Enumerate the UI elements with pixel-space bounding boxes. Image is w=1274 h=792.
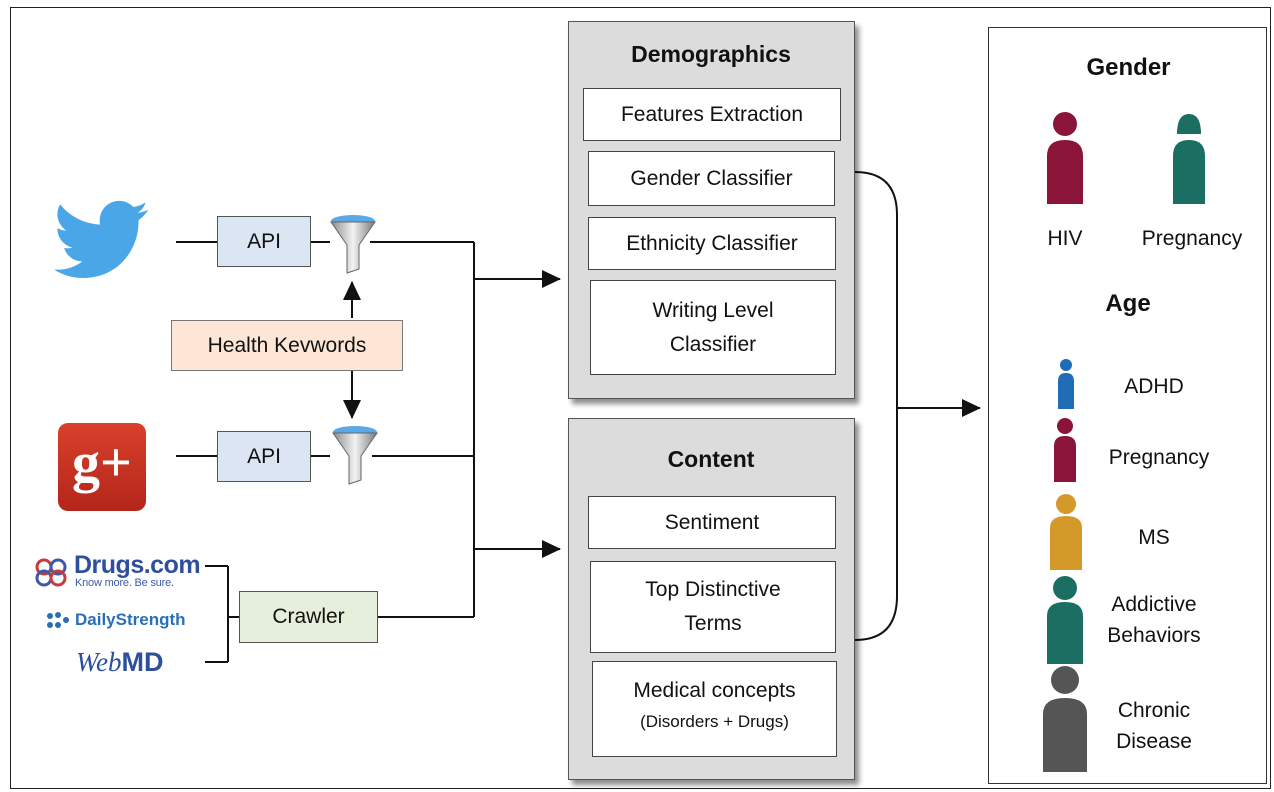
features-extraction-box: Features Extraction [583, 88, 841, 141]
daily-strength-name: DailyStrength [75, 610, 186, 629]
results-panel: Gender HIV Pregnancy Age ADHD Pregnancy … [988, 27, 1267, 784]
sentiment-box: Sentiment [588, 496, 836, 549]
gender-classifier-box: Gender Classifier [588, 151, 835, 206]
drugs-com-icon [35, 558, 67, 587]
gender-title: Gender [1086, 54, 1171, 81]
webmd-name-italic: Web [76, 647, 122, 677]
person-icon-adhd [1056, 359, 1076, 409]
ethnicity-classifier-box: Ethnicity Classifier [588, 217, 836, 270]
gender-label-hiv: HIV [1047, 227, 1083, 251]
person-icon-hiv [1043, 112, 1087, 204]
demographics-title: Demographics [631, 40, 791, 67]
person-icon-pregnancy-female [1169, 112, 1209, 204]
webmd-logo: WebMD [76, 647, 186, 679]
twitter-bird-icon [53, 200, 150, 280]
health-keywords-box: Health Kevwords [171, 320, 403, 371]
age-label-ms: MS [1138, 526, 1170, 550]
person-icon-ms [1048, 494, 1084, 570]
google-plus-icon: g+ [58, 423, 146, 511]
age-label-adhd: ADHD [1124, 375, 1184, 399]
drugs-com-tagline: Know more. Be sure. [75, 577, 174, 589]
top-distinctive-terms-box: Top Distinctive Terms [590, 561, 836, 653]
age-label-pregnancy: Pregnancy [1108, 446, 1210, 470]
demographics-panel: Demographics Features Extraction Gender … [568, 21, 855, 399]
content-panel: Content Sentiment Top Distinctive Terms … [568, 418, 855, 780]
funnel-filter-icon-bottom [330, 424, 380, 488]
webmd-name-bold: MD [121, 647, 164, 677]
diagram-frame [10, 7, 1271, 789]
gender-label-pregnancy: Pregnancy [1141, 227, 1243, 251]
medical-concepts-label: Medical concepts [633, 679, 796, 702]
funnel-filter-icon-top [328, 213, 378, 277]
crawler-box: Crawler [239, 591, 378, 643]
daily-strength-logo: DailyStrength [45, 608, 205, 634]
google-plus-glyph: g+ [72, 432, 132, 494]
daily-strength-icon [47, 612, 69, 628]
content-title: Content [667, 445, 755, 472]
age-label-chronic-disease: Chronic Disease [1116, 698, 1192, 754]
person-icon-age-pregnancy [1052, 418, 1078, 482]
age-label-addictive-behaviors: Addictive Behaviors [1107, 592, 1201, 648]
api-box-twitter: API [217, 216, 311, 267]
writing-level-classifier-box: Writing Level Classifier [590, 280, 836, 375]
api-box-google: API [217, 431, 311, 482]
drugs-com-name: Drugs.com [74, 551, 201, 579]
drugs-com-logo: Drugs.com Know more. Be sure. [34, 551, 204, 591]
person-icon-chronic-disease [1041, 666, 1089, 772]
medical-concepts-sublabel: (Disorders + Drugs) [640, 711, 789, 731]
person-icon-addictive-behaviors [1045, 576, 1085, 664]
medical-concepts-box: Medical concepts (Disorders + Drugs) [592, 661, 837, 757]
age-title: Age [1105, 290, 1151, 317]
